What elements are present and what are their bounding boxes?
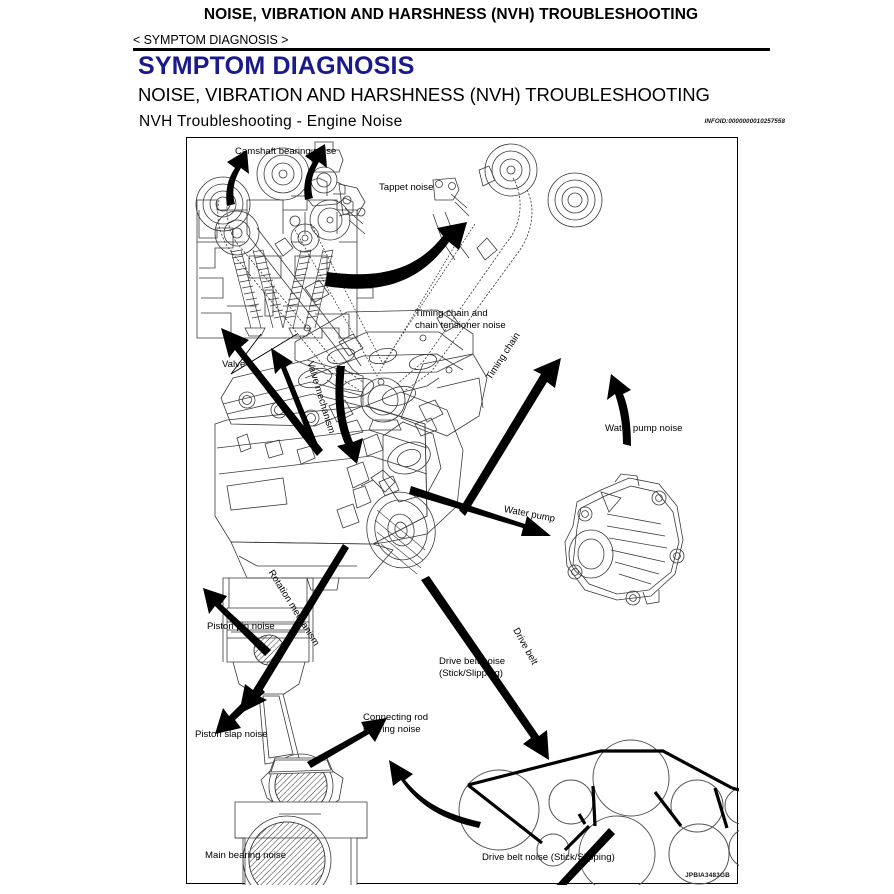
- figure-code: JPBIA3483GB: [685, 872, 730, 879]
- label-piston-pin-noise: Piston pin noise: [207, 621, 275, 632]
- engine-noise-diagram: Camshaft bearing noise Tappet noise Valv…: [186, 137, 739, 885]
- label-water-pump-noise: Water pump noise: [605, 423, 683, 434]
- label-valve: Valve: [222, 359, 246, 370]
- section-tag: < SYMPTOM DIAGNOSIS >: [133, 33, 289, 47]
- label-timing-chain-and-tensioner-noise: Timing chain and chain tensioner noise: [415, 308, 506, 331]
- label-main-bearing-noise: Main bearing noise: [205, 850, 287, 861]
- label-tappet-noise: Tappet noise: [379, 182, 434, 193]
- subsection-heading: NVH Troubleshooting - Engine Noise: [139, 113, 403, 130]
- cylinder-head-section: [196, 177, 374, 375]
- drive-belt-routing: [458, 739, 739, 885]
- drive-belt-path: [467, 749, 739, 852]
- header-rule: [133, 48, 770, 51]
- label-drive-belt-noise-bottom: Drive belt noise (Stick/Slipping): [482, 852, 615, 863]
- infoid-label: INFOID:0000000010257558: [704, 118, 785, 125]
- label-drive-belt-noise-left: Drive belt noise (Stick/Slipping): [439, 656, 506, 679]
- page-title: SYMPTOM DIAGNOSIS: [138, 52, 415, 80]
- diagram-artwork: [195, 141, 739, 885]
- section-heading: NOISE, VIBRATION AND HARSHNESS (NVH) TRO…: [138, 84, 710, 105]
- label-camshaft-bearing-noise: Camshaft bearing noise: [235, 146, 337, 157]
- water-pump-part: [564, 473, 685, 606]
- running-head: NOISE, VIBRATION AND HARSHNESS (NVH) TRO…: [203, 6, 699, 23]
- callout-arrows: [203, 144, 631, 885]
- label-connecting-rod-bearing-noise: Connecting rod bearing noise: [363, 712, 429, 735]
- label-piston-slap-noise: Piston slap noise: [195, 729, 268, 740]
